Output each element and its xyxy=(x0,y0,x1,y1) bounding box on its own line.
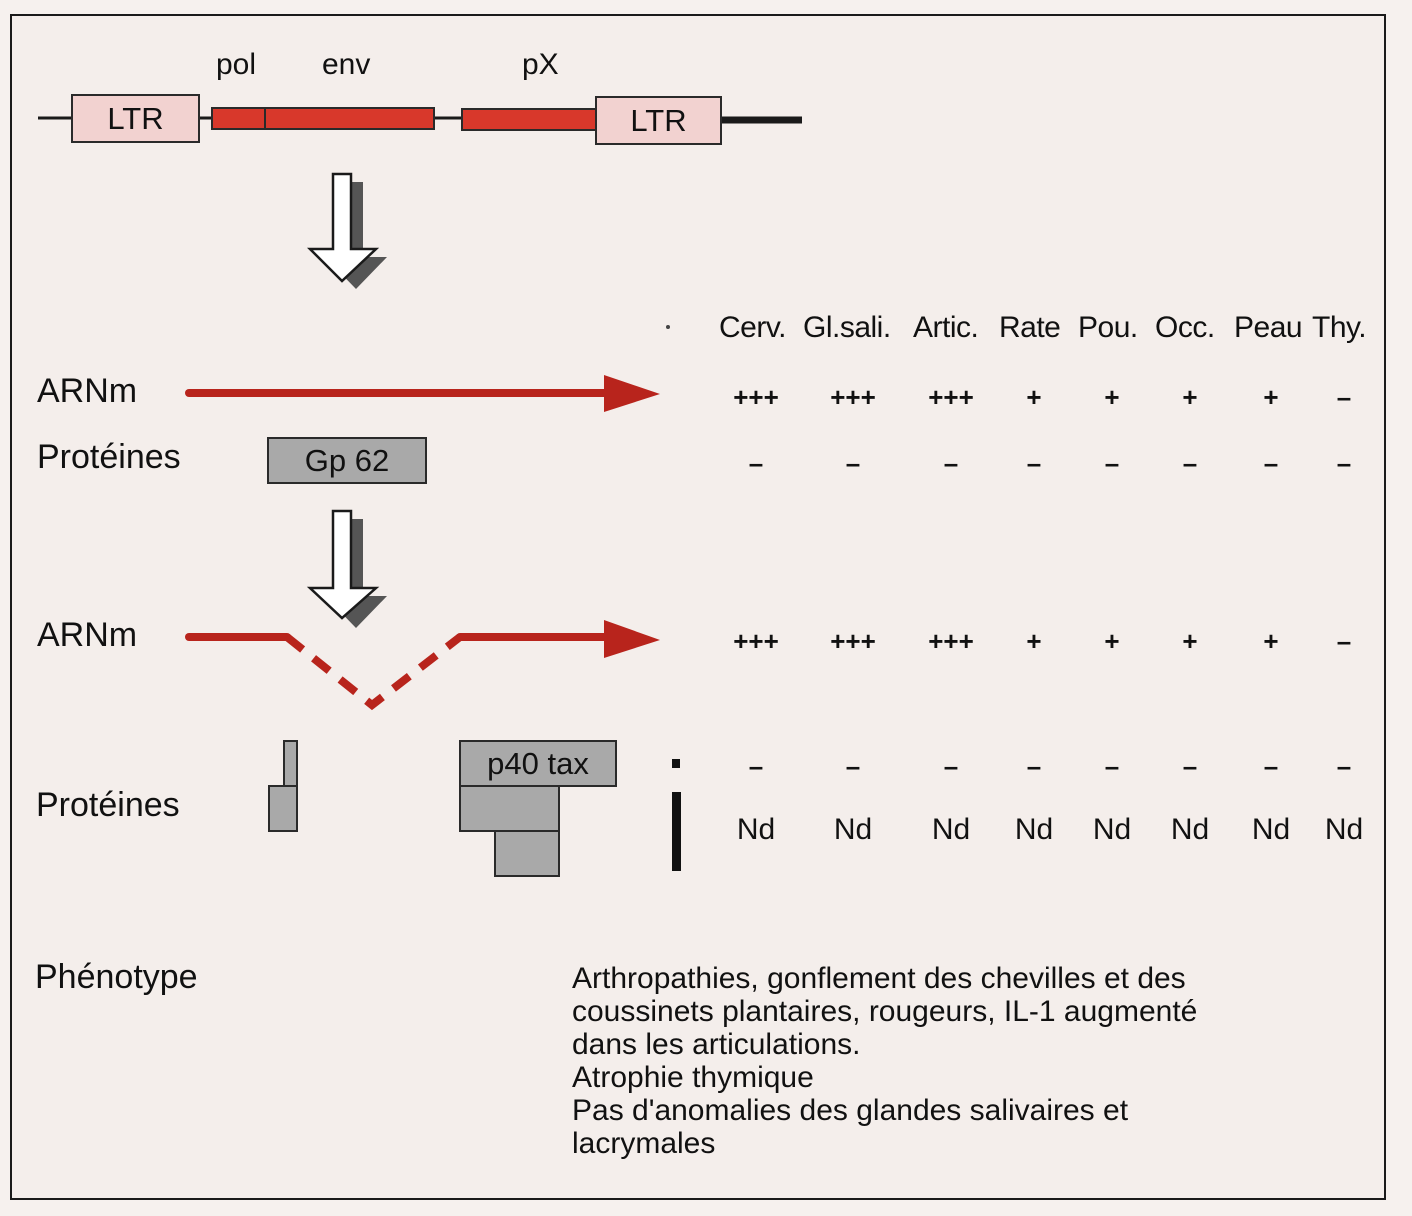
p40tax-box: p40 tax xyxy=(459,740,617,787)
env-gene-bar xyxy=(264,107,435,130)
row2-mrna-cell: – xyxy=(1336,626,1352,656)
col-header-thy: Thy. xyxy=(1312,311,1367,344)
phenotype-line: dans les articulations. xyxy=(572,1028,861,1061)
row2-nd-cell: Nd xyxy=(1251,813,1291,846)
row1-mrna-cell: +++ xyxy=(928,382,974,412)
ltr-left-box: LTR xyxy=(71,94,200,143)
row2-mrna-cell: + xyxy=(1026,626,1042,656)
row1-mrna-cell: – xyxy=(1336,382,1352,412)
px-gene-bar xyxy=(461,108,597,131)
col-header-peau: Peau xyxy=(1234,311,1303,344)
row1-mrna-cell: + xyxy=(1104,382,1120,412)
row1-protein-cell: – xyxy=(1263,448,1279,478)
col-header-glsali: Gl.sali. xyxy=(803,311,891,344)
mrna-arrow-2-splice xyxy=(284,633,463,711)
down-arrow-icon xyxy=(306,509,380,620)
phenotype-description: Arthropathies, gonflement des chevilles … xyxy=(572,962,1372,1160)
row2-nd-cell: Nd xyxy=(1324,813,1364,846)
col-header-pou: Pou. xyxy=(1078,311,1138,344)
row1-protein-cell: – xyxy=(748,448,764,478)
row2-nd-cell: Nd xyxy=(736,813,776,846)
row2-protein-cell: – xyxy=(845,751,861,781)
row2-protein-cell: – xyxy=(1182,751,1198,781)
row2-nd-cell: Nd xyxy=(1092,813,1132,846)
phenotype-line: lacrymales xyxy=(572,1127,716,1160)
row2-mrna-cell: + xyxy=(1182,626,1198,656)
row1-mrna-cell: +++ xyxy=(830,382,876,412)
row2-mrna-cell: +++ xyxy=(928,626,974,656)
figure-frame xyxy=(10,14,1386,1200)
down-arrow-icon xyxy=(306,172,380,283)
row2-nd-cell: Nd xyxy=(931,813,971,846)
row1-mrna-cell: + xyxy=(1026,382,1042,412)
row1-protein-label: Protéines xyxy=(37,438,181,476)
row1-protein-cell: – xyxy=(943,448,959,478)
row2-protein-cell: – xyxy=(943,751,959,781)
mrna-arrow-2-head-icon xyxy=(604,620,660,658)
phenotype-line: Atrophie thymique xyxy=(572,1061,814,1094)
row1-mrna-cell: +++ xyxy=(733,382,779,412)
col-header-rate: Rate xyxy=(999,311,1061,344)
row1-protein-cell: – xyxy=(1104,448,1120,478)
gene-label-px: pX xyxy=(522,48,559,81)
phenotype-line: coussinets plantaires, rougeurs, IL-1 au… xyxy=(572,995,1198,1028)
ltr-left-label: LTR xyxy=(107,100,164,136)
protein-block-bottom xyxy=(494,828,560,877)
row2-nd-cell: Nd xyxy=(1170,813,1210,846)
row2-nd-cell: Nd xyxy=(833,813,873,846)
ltr-right-box: LTR xyxy=(595,96,722,145)
gene-label-env: env xyxy=(322,48,371,81)
row2-mrna-cell: +++ xyxy=(733,626,779,656)
row2-mrna-cell: + xyxy=(1104,626,1120,656)
row2-protein-label: Protéines xyxy=(36,786,180,824)
col-header-cerv: Cerv. xyxy=(719,311,786,344)
protein-small-base xyxy=(268,785,298,832)
protein-small-tall xyxy=(283,740,298,790)
phenotype-label: Phénotype xyxy=(35,958,198,996)
row2-protein-cell: – xyxy=(1336,751,1352,781)
gene-label-pol: pol xyxy=(216,48,257,81)
protein-mark-bar xyxy=(672,792,681,871)
row2-mrna-label: ARNm xyxy=(37,616,138,654)
row1-mrna-cell: + xyxy=(1182,382,1198,412)
row2-protein-cell: – xyxy=(1104,751,1120,781)
row1-protein-cell: – xyxy=(1182,448,1198,478)
protein-mark-small xyxy=(672,759,680,768)
row1-protein-cell: – xyxy=(845,448,861,478)
row2-mrna-cell: + xyxy=(1263,626,1279,656)
row1-protein-cell: – xyxy=(1336,448,1352,478)
row2-protein-cell: – xyxy=(748,751,764,781)
row2-protein-cell: – xyxy=(1026,751,1042,781)
row2-mrna-cell: +++ xyxy=(830,626,876,656)
col-header-occ: Occ. xyxy=(1155,311,1215,344)
row2-nd-cell: Nd xyxy=(1014,813,1054,846)
gp62-box: Gp 62 xyxy=(267,437,427,484)
row2-protein-cell: – xyxy=(1263,751,1279,781)
phenotype-line: Pas d'anomalies des glandes salivaires e… xyxy=(572,1094,1129,1127)
gp62-label: Gp 62 xyxy=(304,442,390,478)
row1-mrna-cell: + xyxy=(1263,382,1279,412)
p40tax-label: p40 tax xyxy=(487,745,589,781)
row1-protein-cell: – xyxy=(1026,448,1042,478)
mrna-arrow-1-head-icon xyxy=(604,375,660,412)
ltr-right-label: LTR xyxy=(630,102,687,138)
row1-mrna-label: ARNm xyxy=(37,372,138,410)
col-header-artic: Artic. xyxy=(913,311,979,344)
phenotype-line: Arthropathies, gonflement des chevilles … xyxy=(572,962,1186,995)
protein-block-middle xyxy=(459,784,560,832)
